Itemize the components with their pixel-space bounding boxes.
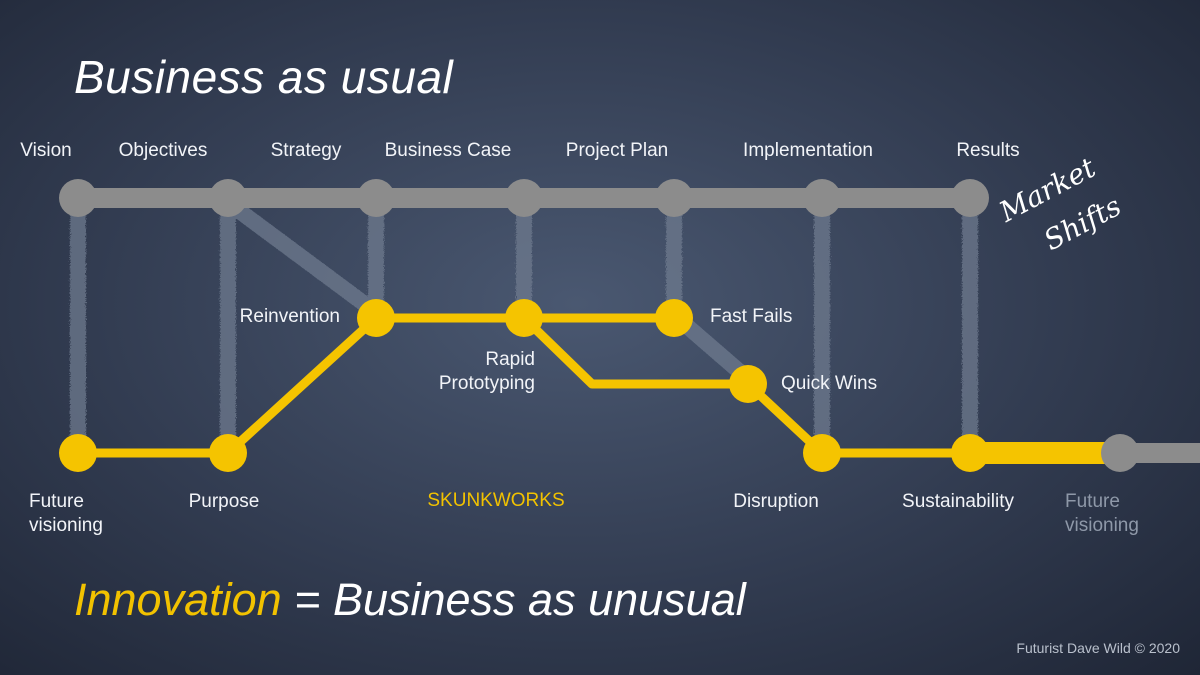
tagline-rest: = Business as unusual <box>281 574 746 625</box>
label-purpose: Purpose <box>188 491 260 512</box>
label-rapid-prototyping: Rapid Prototyping <box>438 349 535 394</box>
stage-label-strategy: Strategy <box>270 140 342 161</box>
connector-project-plan-diagonal <box>672 312 748 380</box>
credit: Futurist Dave Wild © 2020 <box>1016 640 1180 656</box>
node-fast-fails <box>655 299 693 337</box>
business-as-usual-line <box>59 179 989 217</box>
label-quick-wins: Quick Wins <box>781 373 878 394</box>
node-purpose <box>209 434 247 472</box>
node-sustainability <box>951 434 989 472</box>
label-future-visioning-next: Future visioning <box>1065 491 1139 536</box>
stage-node-business-case <box>505 179 543 217</box>
label-reinvention: Reinvention <box>239 306 340 327</box>
stage-label-business-case: Business Case <box>384 140 512 161</box>
label-fast-fails: Fast Fails <box>710 306 793 327</box>
stage-node-objectives <box>209 179 247 217</box>
node-quick-wins <box>729 365 767 403</box>
node-reinvention <box>357 299 395 337</box>
label-sustainability: Sustainability <box>902 491 1014 512</box>
innovation-nodes <box>59 299 989 472</box>
stage-node-strategy <box>357 179 395 217</box>
tagline-highlight: Innovation <box>74 574 282 625</box>
stage-node-implementation <box>803 179 841 217</box>
stage-label-vision: Vision <box>20 140 72 161</box>
tagline: Innovation = Business as unusual <box>74 574 746 626</box>
chalk-connectors <box>70 202 978 448</box>
stage-node-vision <box>59 179 97 217</box>
label-future-visioning: Future visioning <box>29 491 103 536</box>
stage-label-project-plan: Project Plan <box>565 140 669 161</box>
label-disruption: Disruption <box>733 491 819 512</box>
stage-label-objectives: Objectives <box>118 140 208 161</box>
skunkworks-label: SKUNKWORKS <box>427 490 565 511</box>
stage-label-implementation: Implementation <box>743 140 873 161</box>
stage-node-results <box>951 179 989 217</box>
page-title: Business as usual <box>74 51 454 103</box>
stage-label-results: Results <box>956 140 1020 161</box>
node-disruption <box>803 434 841 472</box>
connector-objectives-diagonal <box>230 202 378 316</box>
node-future-visioning-next <box>1101 434 1139 472</box>
stage-node-project-plan <box>655 179 693 217</box>
node-future-visioning <box>59 434 97 472</box>
node-rapid-prototyping <box>505 299 543 337</box>
yellow-track <box>73 313 679 458</box>
